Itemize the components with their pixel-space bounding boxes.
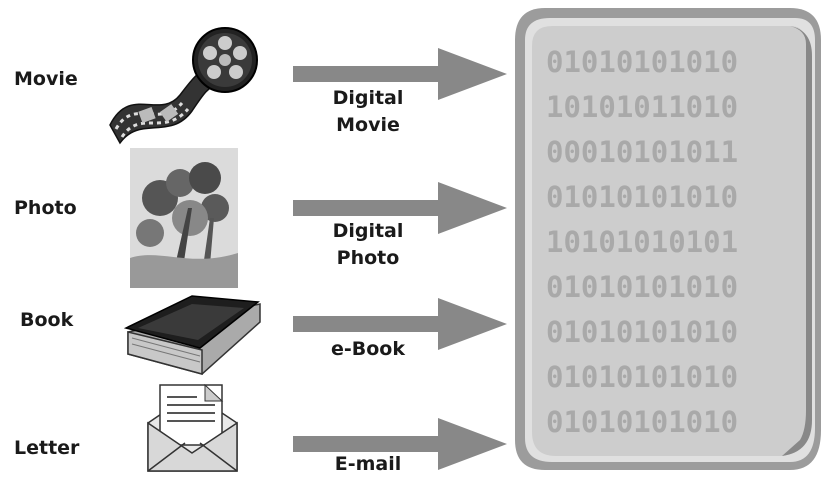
caption-email: E-mail (318, 451, 418, 478)
caption-ebook: e-Book (318, 336, 418, 363)
arrow-book (293, 298, 507, 350)
arrow-movie (293, 48, 507, 100)
binary-row: 01010101010 (546, 45, 738, 79)
caption-digital-movie: Digital Movie (318, 85, 418, 139)
binary-row: 00010101011 (546, 135, 738, 169)
binary-row: 01010101010 (546, 405, 738, 439)
binary-row: 01010101010 (546, 360, 738, 394)
binary-row: 10101011010 (546, 90, 738, 124)
binary-row: 01010101010 (546, 315, 738, 349)
photo-icon (130, 148, 238, 288)
binary-rows: 01010101010 10101011010 00010101011 0101… (546, 45, 738, 439)
caption-digital-photo-line2: Photo (336, 247, 400, 269)
book-icon (124, 295, 261, 375)
film-reel-icon (109, 27, 258, 145)
label-photo: Photo (14, 197, 77, 219)
envelope-icon (147, 383, 238, 472)
label-book: Book (20, 309, 74, 331)
label-movie: Movie (14, 68, 78, 90)
binary-row: 01010101010 (546, 180, 738, 214)
caption-digital-movie-line2: Movie (336, 114, 400, 136)
caption-ebook-line1: e-Book (331, 338, 405, 360)
arrow-letter (293, 418, 507, 470)
binary-row: 10101010101 (546, 225, 738, 259)
binary-row: 01010101010 (546, 270, 738, 304)
caption-digital-photo: Digital Photo (318, 218, 418, 272)
caption-digital-movie-line1: Digital (332, 87, 404, 109)
caption-digital-photo-line1: Digital (332, 220, 404, 242)
label-letter: Letter (14, 437, 80, 459)
arrow-photo (293, 182, 507, 234)
caption-email-line1: E-mail (334, 453, 402, 475)
